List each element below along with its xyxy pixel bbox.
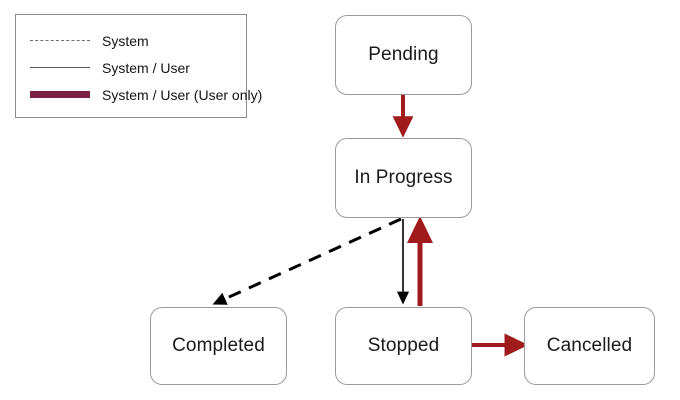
state-node-pending[interactable]: Pending	[335, 15, 472, 95]
state-node-cancelled[interactable]: Cancelled	[524, 307, 655, 385]
state-node-completed[interactable]: Completed	[150, 307, 287, 385]
legend-box: System System / User System / User (User…	[15, 14, 262, 118]
state-node-stopped[interactable]: Stopped	[335, 307, 472, 385]
legend-item-label: System / User	[102, 59, 190, 76]
thick-line-icon	[30, 90, 90, 100]
state-node-label: In Progress	[354, 167, 453, 188]
legend-item-system: System	[16, 27, 246, 54]
state-node-label: Cancelled	[546, 335, 633, 356]
state-node-label: Stopped	[367, 335, 440, 356]
dashed-line-icon	[30, 36, 90, 46]
edge-inprogress-to-completed	[212, 217, 402, 305]
state-node-in-progress[interactable]: In Progress	[335, 138, 472, 218]
legend-item-label: System	[102, 32, 149, 49]
state-node-label: Pending	[368, 44, 439, 65]
legend-item-label: System / User (User only)	[102, 86, 263, 103]
state-node-label: Completed	[172, 335, 265, 356]
legend-item-system-user: System / User	[16, 54, 246, 81]
solid-line-icon	[30, 63, 90, 73]
legend-item-system-user-only: System / User (User only)	[16, 81, 262, 108]
